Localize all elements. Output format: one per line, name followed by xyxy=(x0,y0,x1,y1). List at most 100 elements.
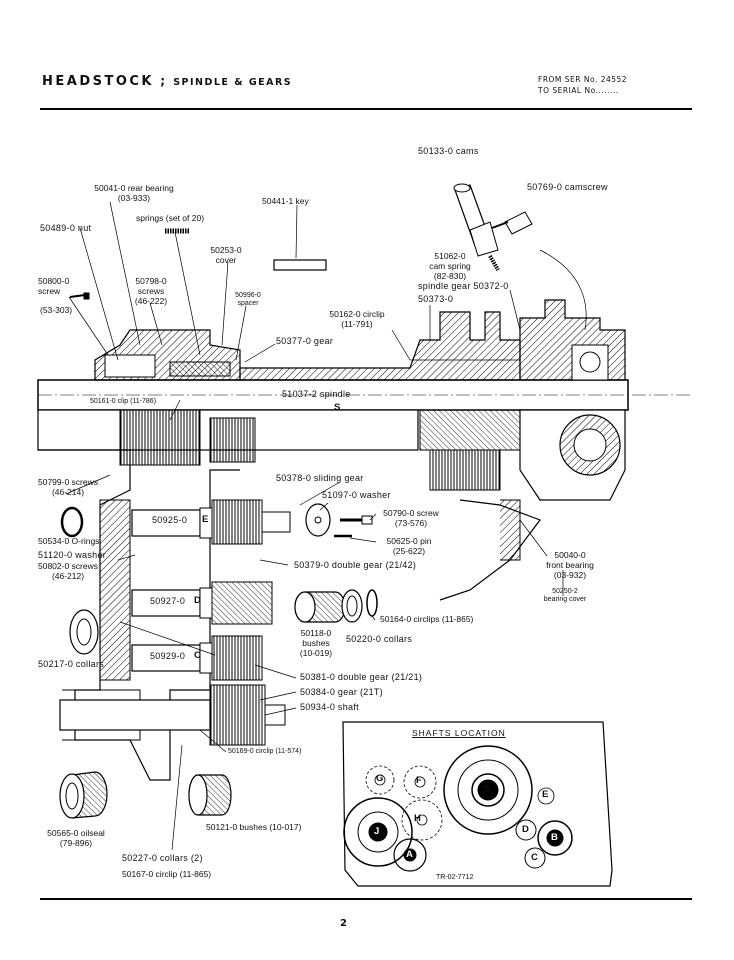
camspring-code: (82-830) xyxy=(433,271,467,281)
label-camspring: 51062-0 cam spring (82-830) xyxy=(420,251,480,281)
label-key: 50441-1 key xyxy=(262,196,309,206)
inset-letter-a: A xyxy=(406,849,413,860)
label-front-bearing: 50040-0 front bearing (03-932) xyxy=(540,550,600,580)
label-screw-50800: 50800-0 screw xyxy=(38,276,69,296)
circlip-50162-part: 50162-0 circlip xyxy=(329,309,385,319)
camspring-part: 51062-0 xyxy=(434,251,466,261)
inset-letter-g: G xyxy=(376,773,384,784)
label-bushes-50121: 50121-0 bushes (10-017) xyxy=(206,822,302,832)
label-collars-50227: 50227-0 collars (2) xyxy=(122,853,203,863)
label-shaft-c-letter: C xyxy=(194,650,201,661)
inset-letter-b: B xyxy=(551,832,558,843)
header-rule xyxy=(40,108,692,110)
inset-letter-f: F xyxy=(416,775,422,786)
label-screw-50790: 50790-0 screw (73-576) xyxy=(376,508,446,528)
spindle-assembly xyxy=(37,299,690,781)
inset-letter-s: S xyxy=(484,785,490,794)
page-number: 2 xyxy=(340,918,347,929)
label-circlip-50169: 50169-0 circlip (11-574) xyxy=(228,748,302,755)
front-bearing-code: (03-932) xyxy=(553,570,587,580)
label-pin: 50625-0 pin (25-622) xyxy=(376,536,442,556)
label-springs: springs (set of 20) xyxy=(136,213,205,223)
screws-50798-name: screws xyxy=(137,286,165,296)
label-gear-50384: 50384-0 gear (21T) xyxy=(300,687,383,697)
shafts-location-title: SHAFTS LOCATION xyxy=(412,728,506,738)
bushes-50118-part: 50118-0 xyxy=(300,628,332,638)
page-title: HEADSTOCK ; SPINDLE & GEARS xyxy=(42,74,292,89)
inset-letter-j: J xyxy=(374,826,380,837)
screw-50800-part: 50800-0 xyxy=(38,276,70,286)
oilseal-part: 50565-0 oilseal xyxy=(47,828,105,838)
screws-50798-code: (46-222) xyxy=(134,296,168,306)
label-shaft-e-letter: E xyxy=(202,514,209,525)
label-screw-50800-code: (53-303) xyxy=(40,305,73,315)
label-cams: 50133-0 cams xyxy=(418,146,479,156)
screws-50802-part: 50802-0 screws xyxy=(38,561,99,571)
label-circlips-50164: 50164-0 circlips (11-865) xyxy=(380,614,474,624)
spacer-part: 50996-0 xyxy=(235,292,261,299)
label-nut: 50489-0 nut xyxy=(40,223,92,233)
serial-to: TO SERIAL No........ xyxy=(538,86,619,95)
drawing-number: TR-02-7712 xyxy=(436,874,474,881)
label-shaft-d: 50927-0 xyxy=(150,596,186,606)
label-orings: 50534-0 O-rings xyxy=(38,536,100,546)
label-collars-50220: 50220-0 collars xyxy=(346,634,413,644)
label-shaft-50934: 50934-0 shaft xyxy=(300,702,359,712)
label-shaft-c: 50929-0 xyxy=(150,651,186,661)
bearing-cover-name: bearing cover xyxy=(543,596,587,603)
pin-part: 50625-0 pin xyxy=(386,536,432,546)
screw-50790-code: (73-576) xyxy=(394,518,428,528)
title-main: HEADSTOCK xyxy=(42,74,155,89)
label-sliding-gear: 50378-0 sliding gear xyxy=(276,473,364,483)
oilseal-code: (79-896) xyxy=(59,838,93,848)
label-rear-bearing: 50041-0 rear bearing (03-933) xyxy=(86,183,182,203)
label-collars-50217: 50217-0 collars xyxy=(38,659,105,669)
label-gear-50377: 50377-0 gear xyxy=(276,336,334,346)
bushes-50118-name: bushes xyxy=(302,638,330,648)
label-oilseal: 50565-0 oilseal (79-896) xyxy=(34,828,118,848)
loose-parts xyxy=(59,183,533,819)
screw-50790-part: 50790-0 screw xyxy=(383,508,439,518)
label-camscrew: 50769-0 camscrew xyxy=(527,182,608,192)
cover-part: 50253-0 xyxy=(210,245,242,255)
gear-50384-part: 50384-0 gear xyxy=(300,687,358,697)
label-shaft-e: 50925-0 xyxy=(152,515,188,525)
serial-range: FROM SER No. 24552 TO SERIAL No........ xyxy=(538,74,627,96)
double-gear-50381-teeth: (21/21) xyxy=(391,672,423,682)
label-bushes-50118: 50118-0 bushes (10-019) xyxy=(294,628,338,658)
rear-bearing-code: (03-933) xyxy=(117,193,151,203)
footer-rule xyxy=(40,898,692,900)
double-gear-50381-part: 50381-0 double gear xyxy=(300,672,389,682)
label-washer-51097: 51097-0 washer xyxy=(322,490,391,500)
screws-50799-code: (46-214) xyxy=(51,487,85,497)
title-separator: ; xyxy=(160,74,168,88)
leader-lines xyxy=(65,201,587,851)
label-spindle-gear: spindle gear 50372-0 xyxy=(418,281,509,291)
label-spindle: 51037-2 spindle xyxy=(282,389,351,399)
camspring-name: cam spring xyxy=(429,261,471,271)
bushes-50118-code: (10-019) xyxy=(299,648,333,658)
bearing-cover-part: 50250-2 xyxy=(552,588,578,595)
label-screws-50798: 50798-0 screws (46-222) xyxy=(126,276,176,306)
label-washer-51120: 51120-0 washer xyxy=(38,550,107,560)
title-sub: SPINDLE & GEARS xyxy=(173,77,293,88)
label-screws-50802: 50802-0 screws (46-212) xyxy=(38,561,98,581)
double-gear-50379-teeth: (21/42) xyxy=(385,560,417,570)
cover-name: cover xyxy=(215,255,237,265)
label-circlip-50167: 50167-0 circlip (11-865) xyxy=(122,869,212,879)
inset-letter-e: E xyxy=(542,789,549,800)
front-bearing-part: 50040-0 xyxy=(554,550,586,560)
inset-letter-c: C xyxy=(531,852,538,863)
label-50373: 50373-0 xyxy=(418,294,454,304)
rear-bearing-part: 50041-0 rear bearing xyxy=(94,183,174,193)
front-bearing-name: front bearing xyxy=(546,560,594,570)
label-double-gear-50381: 50381-0 double gear (21/21) xyxy=(300,672,422,682)
label-screws-50799: 50799-0 screws (46-214) xyxy=(38,477,98,497)
screws-50798-part: 50798-0 xyxy=(135,276,167,286)
label-spindle-letter: S xyxy=(334,402,341,413)
gear-50384-teeth: (21T) xyxy=(359,687,383,697)
screws-50799-part: 50799-0 screws xyxy=(38,477,99,487)
label-cover: 50253-0 cover xyxy=(196,245,256,265)
inset-letter-h: H xyxy=(414,813,421,824)
label-spacer: 50996-0 spacer xyxy=(226,292,270,308)
